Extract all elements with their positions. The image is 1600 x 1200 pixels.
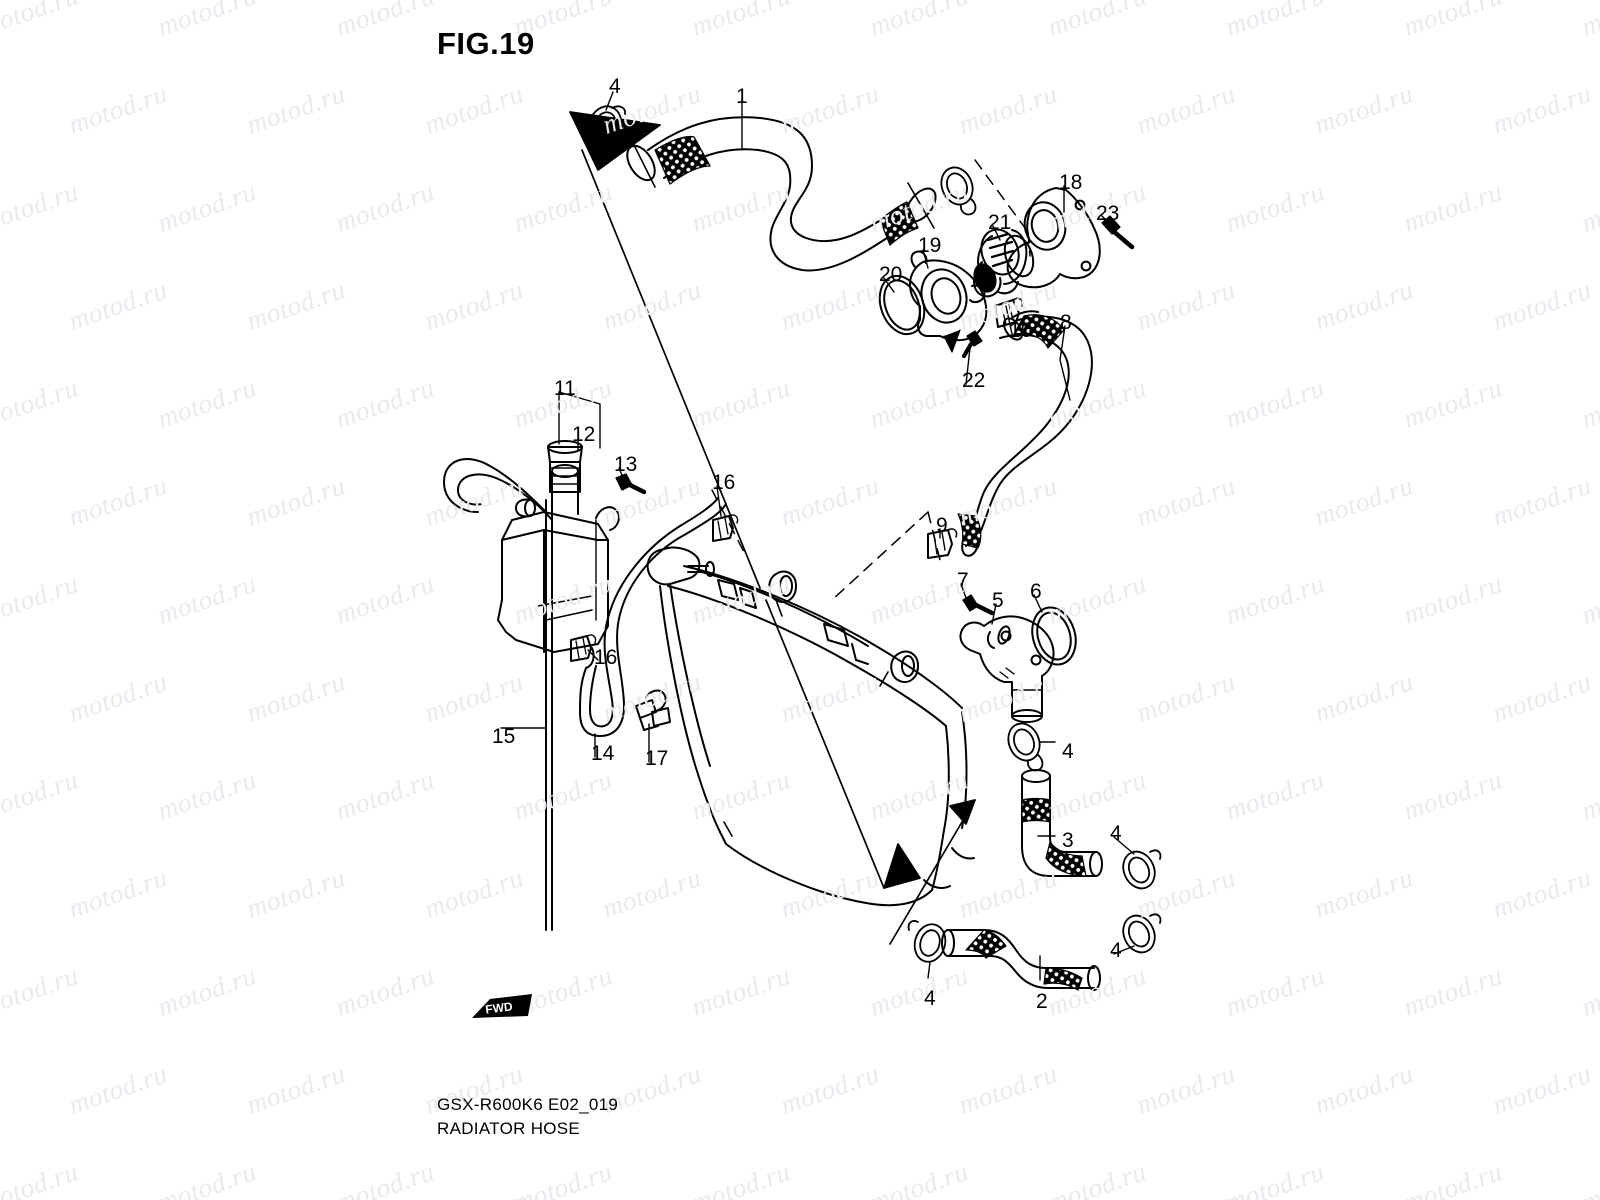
- part-4-hose-clamp-mid-right: [1007, 722, 1044, 772]
- callout-hose-clip-16: 16: [594, 646, 618, 669]
- callout-hose-clamp-4: 4: [1110, 822, 1122, 845]
- part-18-thermostat-cap: [1006, 187, 1101, 289]
- footer-block: GSX-R600K6 E02_019 RADIATOR HOSE: [437, 1093, 618, 1141]
- callout-reservoir-mounting-bolt-13: 13: [614, 453, 638, 476]
- part-3-water-outlet-hose: [1021, 769, 1103, 877]
- part-4-hose-clamp-top-left: [587, 105, 626, 162]
- callout-water-outlet-hose-3: 3: [1062, 829, 1074, 852]
- callout-hose-clamp-holder-17: 17: [645, 747, 669, 770]
- callout-water-pipe-bolt-7: 7: [957, 569, 969, 592]
- callout-thermostat-outlet-hose-8: 8: [1060, 311, 1072, 334]
- fwd-label: FWD: [485, 999, 514, 1016]
- callout-hose-clamp-4: 4: [924, 987, 936, 1010]
- callout-hose-clamp-4: 4: [1062, 740, 1074, 763]
- callout-thermostat-cap-bolt-23: 23: [1096, 202, 1120, 225]
- construction-lines: [711, 159, 1031, 601]
- part-4-hose-clamp-bottom-left: [907, 920, 947, 963]
- callout-overflow-tube-15: 15: [492, 725, 516, 748]
- callout-hose-clip-16: 16: [712, 471, 736, 494]
- callout-thermostat-21: 21: [988, 211, 1012, 234]
- callout-water-inlet-hose-2: 2: [1036, 990, 1048, 1013]
- part-2-water-inlet-hose: [941, 929, 1101, 991]
- part-4-hose-clamp-right-upper: [1122, 849, 1162, 890]
- part-20-thermostat-case-gasket: [878, 274, 926, 336]
- callout-water-hose-clip-9: 9: [936, 514, 948, 537]
- boundary-arrow-lower-right: [883, 799, 976, 945]
- callout-water-pipe-union-5: 5: [992, 589, 1004, 612]
- callout-hose-clamp-4: 4: [609, 75, 621, 98]
- section-name: RADIATOR HOSE: [437, 1119, 581, 1138]
- part-6-water-pipe-o-ring: [1031, 606, 1077, 666]
- fwd-direction-marker: FWD: [472, 994, 532, 1018]
- part-4-hose-clamp-right-lower: [1122, 913, 1162, 954]
- part-22-thermostat-case-bolt: [961, 330, 983, 359]
- part-1-radiator-inlet-hose: [626, 116, 937, 272]
- part-15-overflow-tube: [545, 497, 553, 931]
- part-16-hose-clip-lower: [570, 634, 597, 662]
- part-17-clamp-holder: [635, 689, 671, 731]
- callout-thermostat-case-19: 19: [918, 234, 942, 257]
- callout-radiator-inlet-hose-1: 1: [736, 85, 748, 108]
- callout-thermostat-case-bolt-22: 22: [962, 369, 986, 392]
- model-code: GSX-R600K6 E02_019: [437, 1095, 619, 1114]
- callout-reservoir-tank-cap-12: 12: [572, 423, 596, 446]
- figure-title: FIG.19: [437, 26, 535, 61]
- callout-water-hose-clip-10: 10: [1009, 319, 1033, 342]
- part-5-water-pipe-union: [959, 615, 1055, 723]
- part-14-reservoir-hose: [579, 497, 727, 737]
- part-12-reservoir-tank-cap: [547, 440, 583, 493]
- callout-thermostat-cap-18: 18: [1059, 171, 1083, 194]
- callout-water-pipe-o-ring-6: 6: [1030, 580, 1042, 603]
- callout-hose-clamp-4: 4: [1110, 939, 1122, 962]
- reservoir-top-hose: [443, 458, 553, 521]
- part-8-thermostat-outlet-hose: [957, 310, 1093, 557]
- callout-thermostat-case-gasket-20: 20: [879, 263, 903, 286]
- part-4-hose-clamp-top-right: [940, 166, 977, 216]
- callout-reservoir-tank-11: 11: [554, 377, 576, 400]
- part-7-water-pipe-bolt: [962, 594, 995, 616]
- leader-lines: [500, 91, 1135, 981]
- callout-reservoir-hose-14: 14: [591, 742, 615, 765]
